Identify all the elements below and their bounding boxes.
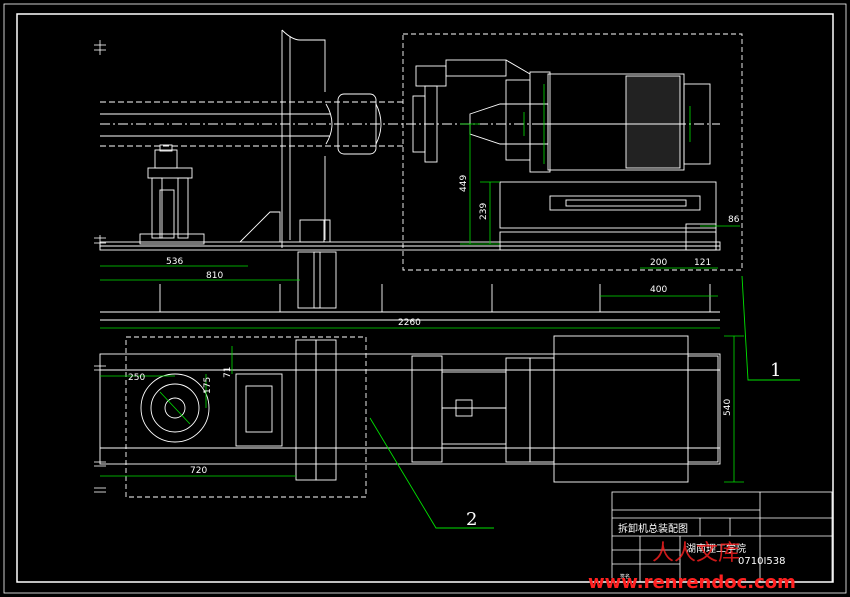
hydraulic-cylinder (415, 59, 717, 251)
drawing-frame (16, 13, 834, 583)
sheet-border (3, 3, 847, 594)
dim-400: 400 (650, 285, 667, 295)
dim-239: 239 (479, 203, 489, 220)
dimension-lines-top (100, 84, 740, 329)
drawing-title: 拆卸机总装配图 (618, 522, 688, 535)
dimension-lines-bottom (100, 335, 744, 483)
dim-720: 720 (190, 466, 207, 476)
drawing-code: 0710I538 (738, 556, 786, 567)
dim-175: 175 (203, 377, 213, 394)
dim-121: 121 (694, 258, 711, 268)
dim-536: 536 (166, 257, 183, 267)
dim-2260: 2260 (398, 318, 421, 328)
designer-mark: 签名 (620, 573, 630, 580)
view-label-2: 2 (466, 509, 477, 530)
view-label-1: 1 (770, 360, 781, 381)
dim-86: 86 (728, 215, 740, 225)
school-name: 湖南理工学院 (686, 542, 746, 555)
watermark-url: www.renrendoc.com (588, 572, 796, 593)
dim-250: 250 (128, 373, 145, 383)
front-view (99, 29, 721, 321)
dim-810: 810 (206, 271, 223, 281)
watermark-brand: 人人文库 (652, 541, 740, 566)
dim-200: 200 (650, 258, 667, 268)
dim-71: 71 (223, 367, 233, 378)
title-block (611, 491, 833, 583)
detail-region-1 (402, 33, 743, 271)
leader-lines (369, 275, 800, 529)
dim-540: 540 (723, 399, 733, 416)
detail-region-2 (125, 336, 367, 498)
dim-449: 449 (459, 175, 469, 192)
plan-view (99, 335, 721, 483)
